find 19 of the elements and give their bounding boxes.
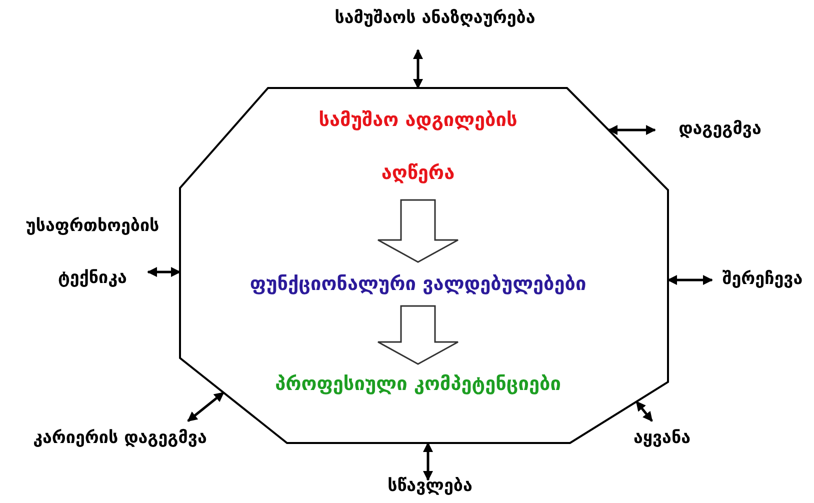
double-arrow [187, 392, 224, 422]
double-arrow [147, 267, 181, 277]
double-arrow [667, 275, 713, 285]
double-arrow [423, 442, 433, 481]
double-arrow [636, 400, 653, 422]
node-label: სამუშაოს ანაზღაურება [285, 4, 585, 34]
node-label: სწავლება [370, 472, 490, 502]
node-label: დაგეგმვა [660, 115, 780, 145]
node-label: სამუშაო ადგილების აღწერა [298, 94, 538, 200]
double-arrow [608, 125, 656, 135]
double-arrow [413, 49, 423, 89]
node-label: აყვანა [612, 424, 712, 454]
node-label: კარიერის დაგეგმვა [5, 424, 235, 454]
node-label: შერეჩევა [715, 265, 810, 295]
node-label: უსაფრთხოების ტექნიკა [5, 200, 180, 304]
block-arrow [377, 305, 459, 365]
block-arrow [377, 199, 459, 263]
node-label: ფუნქციონალური ვალდებულებები [188, 262, 648, 306]
node-label: პროფესიული კომპეტენციები [208, 364, 628, 404]
